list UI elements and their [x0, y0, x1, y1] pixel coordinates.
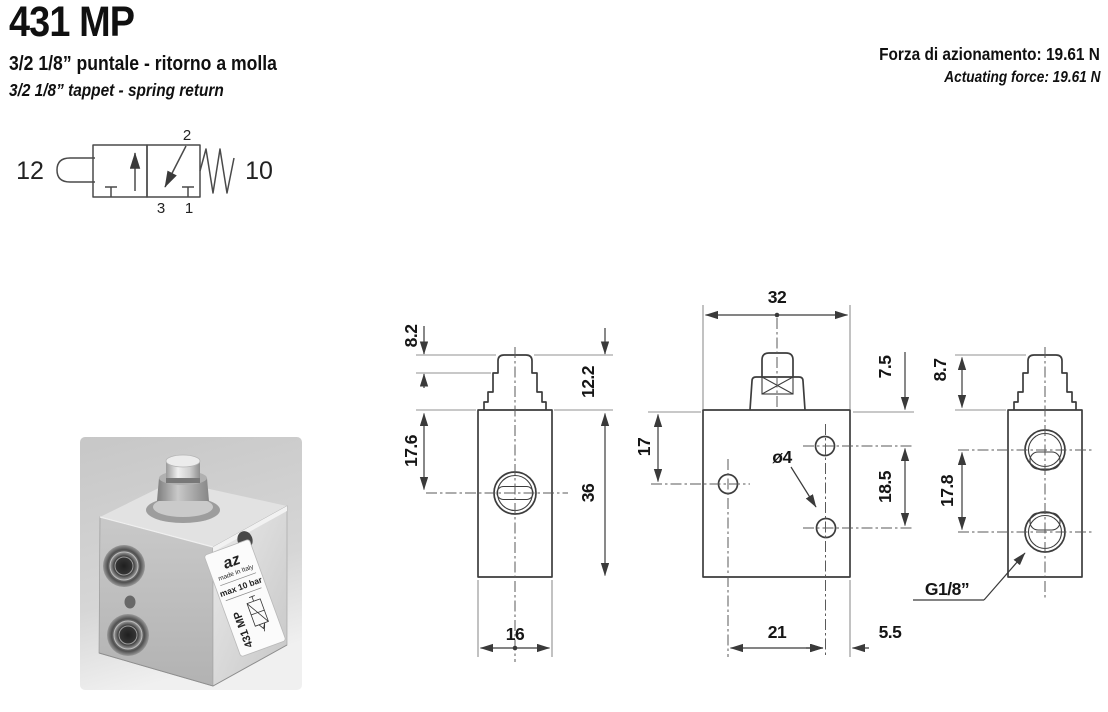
- spring-return-icon: [199, 148, 235, 194]
- label-sticker: [204, 539, 286, 657]
- dim-hole-top-offset: 7.5: [875, 355, 895, 379]
- actuating-force-block: Forza di azionamento: 19.61 N Actuating …: [849, 44, 1100, 87]
- dim-body-width: 32: [768, 287, 787, 307]
- symbol-actuator-label: 12: [16, 157, 44, 185]
- thread-ring: [109, 551, 139, 581]
- tappet-pin-cap: [165, 454, 201, 468]
- model-code: 431 MP: [9, 0, 135, 46]
- dim-port-thread: G1/8”: [925, 579, 969, 599]
- dim-hole-vertical-spacing: 18.5: [875, 470, 895, 503]
- extension-lines: [648, 305, 914, 657]
- product-photo: az made in Italy max 10 bar 431 MP: [80, 437, 302, 690]
- dimension-lines: [913, 356, 1026, 601]
- port-3-label: 3: [157, 200, 165, 217]
- edge-highlight: [99, 516, 214, 548]
- blocked-port-icon: [182, 186, 194, 197]
- pneumatic-circuit-symbol: 12 10 2 3 1: [16, 127, 273, 217]
- mounting-hole-top-right: [814, 435, 836, 457]
- port-2-label: 2: [183, 127, 191, 144]
- label-mini-symbol-icon: [246, 595, 269, 632]
- dim-port-spacing: 17.8: [937, 474, 957, 507]
- product-label: az made in Italy max 10 bar 431 MP: [204, 539, 286, 657]
- dim-port-center-offset: 17.6: [401, 434, 421, 467]
- dim-head-height: 8.7: [930, 359, 950, 382]
- force-italian: Forza di azionamento: 19.61 N: [879, 44, 1100, 64]
- dim-hole-edge-offset: 5.5: [879, 622, 903, 642]
- brand-logo: az: [221, 551, 243, 573]
- mounting-hole-small: [124, 595, 136, 609]
- dimension-lines: [419, 326, 610, 653]
- centerlines: [651, 318, 912, 657]
- dim-hole-horizontal-spacing: 21: [768, 622, 787, 642]
- symbol-actuated-box: [92, 144, 148, 198]
- centerlines: [958, 347, 1094, 600]
- tappet-actuator-icon: [56, 157, 95, 183]
- extension-lines: [955, 354, 1026, 411]
- thread-ring: [118, 625, 138, 645]
- label-divider: [225, 587, 262, 602]
- blocked-port-icon: [105, 186, 117, 197]
- force-english: Actuating force: 19.61 N: [943, 69, 1100, 86]
- subtitle-italian: 3/2 1/8” puntale - ritorno a molla: [9, 53, 277, 75]
- body-outline: [702, 409, 851, 578]
- dimension-view-ports: 8.7 17.8 G1/8”: [913, 347, 1094, 601]
- tappet-neck: [166, 475, 200, 483]
- dim-hole-left-offset: 17: [634, 438, 654, 456]
- dim-body-width: 16: [506, 624, 525, 644]
- thread-ring: [113, 620, 143, 650]
- dimension-lines: [653, 310, 910, 653]
- dim-body-height: 36: [578, 483, 598, 502]
- page-title: 431 MP: [9, 0, 151, 47]
- extension-lines: [416, 354, 613, 657]
- tappet-base-ring-inner: [153, 497, 213, 517]
- dimension-view-side: 8.2 17.6 12.2 36 16: [401, 324, 613, 662]
- dim-hole-diameter: ø4: [772, 447, 792, 467]
- block-bottom-edge: [98, 644, 288, 687]
- dimension-view-front: 32 17 7.5 18.5 ø4 21 5.5: [634, 287, 914, 657]
- threaded-port-bottom: [107, 614, 149, 656]
- thread-ring: [114, 556, 134, 576]
- dim-pin-extension: 8.2: [401, 324, 421, 348]
- port-1-label: 1: [185, 200, 193, 217]
- exhaust-arrow-icon: [164, 145, 187, 188]
- threaded-port-top: [103, 545, 145, 587]
- subtitle-english: 3/2 1/8” tappet - spring return: [9, 80, 224, 100]
- symbol-spring-label: 10: [245, 157, 273, 185]
- edge-highlight: [213, 506, 287, 552]
- label-divider: [220, 572, 257, 587]
- dim-head-height: 12.2: [578, 365, 598, 398]
